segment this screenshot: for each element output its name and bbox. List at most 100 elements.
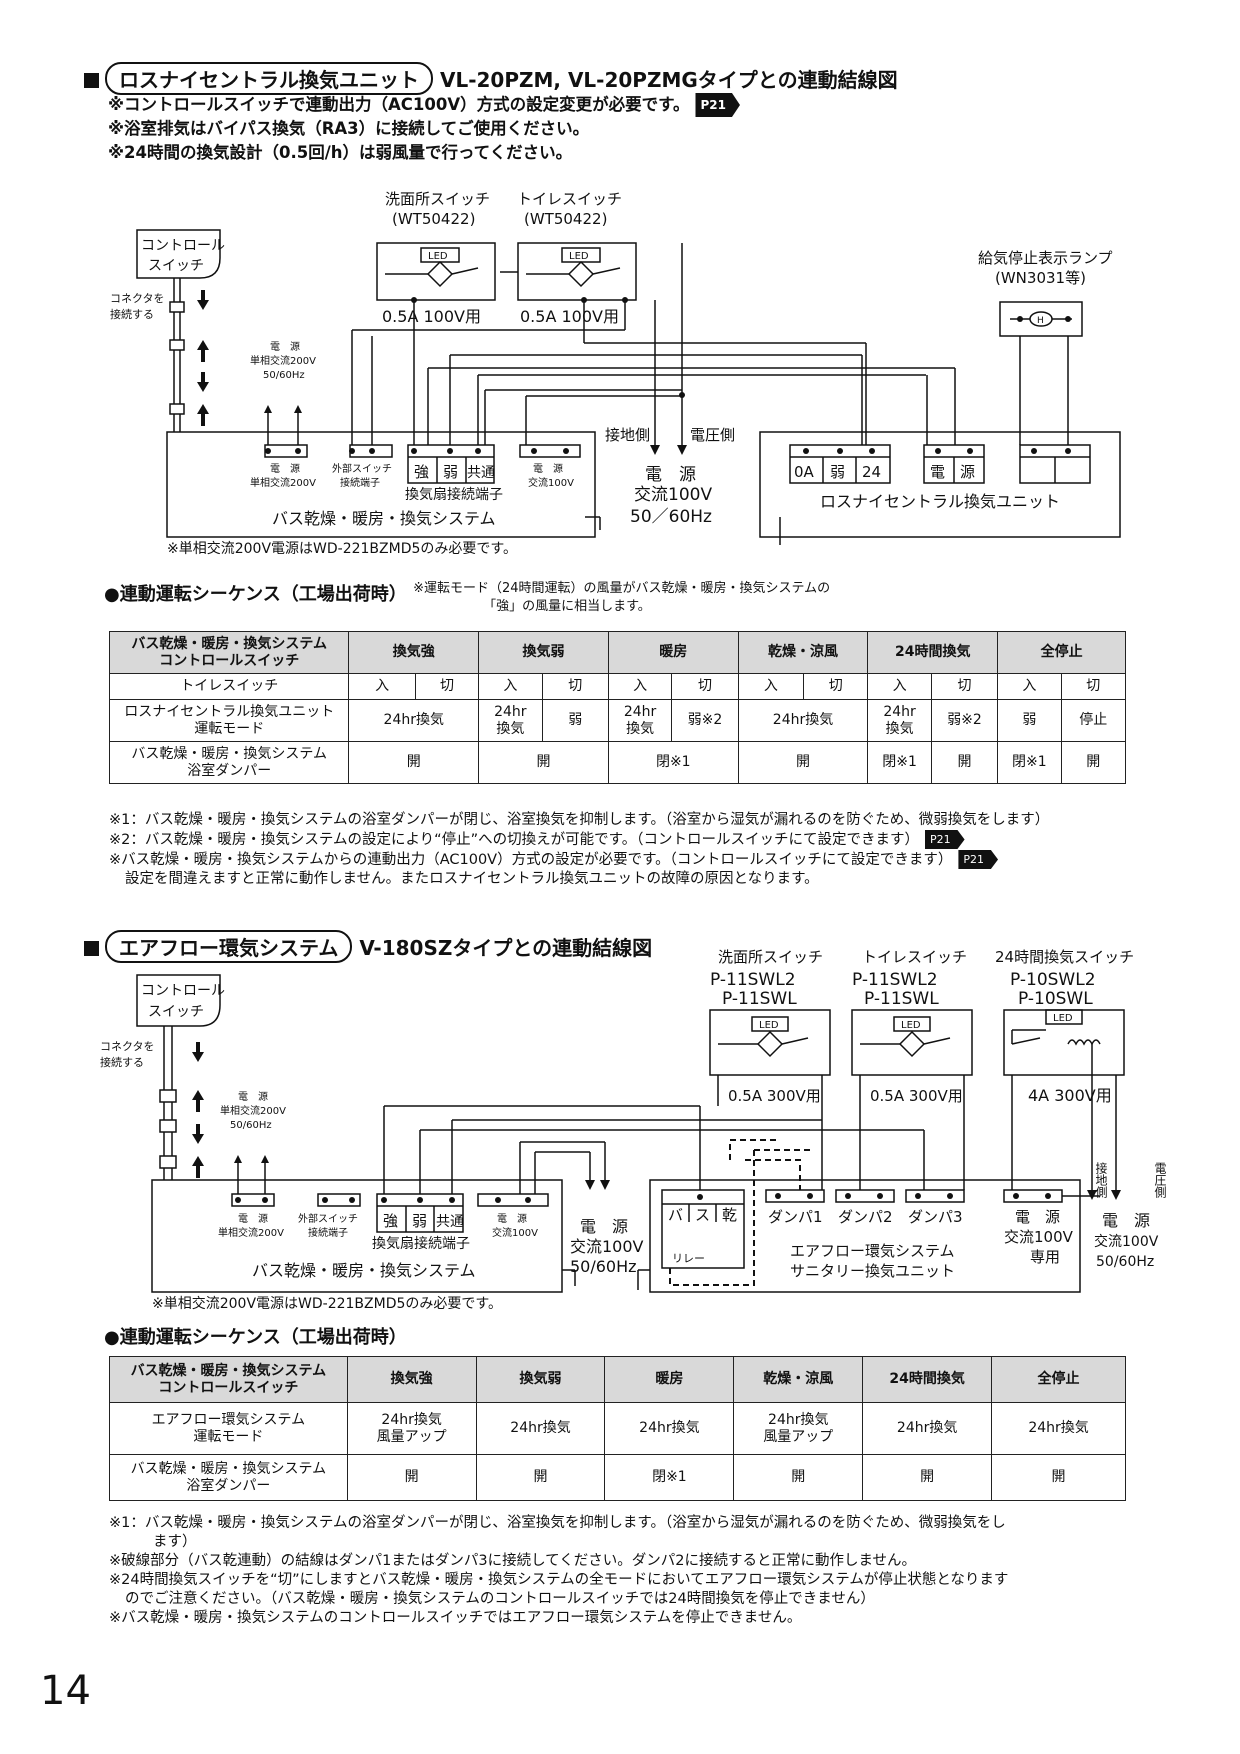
mode-header: 換気弱 bbox=[475, 1356, 606, 1403]
table-cell: 24hr換気 風量アップ bbox=[346, 1402, 477, 1455]
mode-header: 乾燥・涼風 bbox=[737, 631, 869, 674]
toilet-switch-label: トイレスイッチ bbox=[517, 190, 622, 208]
control-switch-box bbox=[136, 229, 221, 279]
fan-terminal-label: 換気扇接続端子 bbox=[405, 486, 503, 503]
diagram2-footnote: ※単相交流200V電源はWD-221BZMD5のみ必要です。 bbox=[152, 1295, 502, 1312]
table-cell: 24hr換気 風量アップ bbox=[733, 1402, 864, 1455]
mains-1: 電 源 bbox=[580, 1217, 628, 1236]
bus-terminal-kan: 乾 bbox=[722, 1206, 737, 1224]
lossnay-terminal-weak: 弱 bbox=[830, 463, 845, 481]
table-cell: 切 bbox=[930, 673, 999, 700]
connector-label-2: 接続する bbox=[110, 307, 154, 321]
ext-switch-1: 外部スイッチ bbox=[298, 1212, 358, 1225]
ext-switch-2: 接続端子 bbox=[308, 1226, 348, 1239]
page-ref-badge: P21 bbox=[924, 830, 965, 849]
bus-terminal-su: ス bbox=[695, 1206, 710, 1224]
switch-rating: 0.5A 100V用 bbox=[382, 307, 481, 326]
voltage-side-label: 電圧側 bbox=[1153, 1162, 1167, 1198]
ext-switch-1: 外部スイッチ bbox=[332, 462, 392, 475]
airflow-unit-box bbox=[649, 1179, 1081, 1293]
table-cell: 開 bbox=[346, 1454, 477, 1501]
seq-note: ※運転モード（24時間運転）の風量がバス乾燥・暖房・換気システムの「強」の風量に… bbox=[413, 580, 830, 616]
section1-notes: ※コントロールスイッチで連動出力（AC100V）方式の設定変更が必要です。P21… bbox=[108, 93, 740, 165]
damper-3: ダンパ3 bbox=[908, 1208, 963, 1226]
washroom-switch-box bbox=[376, 242, 496, 301]
row-header-lossnay-mode: ロスナイセントラル換気ユニット運転モード bbox=[108, 699, 350, 742]
ac100-dedicated-3: 専用 bbox=[1030, 1248, 1060, 1266]
washroom-switch-model-2: P-11SWL bbox=[722, 989, 797, 1009]
led-label: LED bbox=[901, 1020, 921, 1031]
control-switch-label-2: スイッチ bbox=[148, 258, 204, 274]
ac100-dedicated-1: 電 源 bbox=[1015, 1208, 1060, 1226]
connector-label-1: コネクタを bbox=[100, 1040, 155, 1053]
power-left-2: 単相交流200V bbox=[250, 354, 316, 367]
damper-1: ダンパ1 bbox=[768, 1208, 823, 1226]
table-cell: 開 bbox=[348, 741, 480, 784]
bath-power-1: 電 源 bbox=[238, 1212, 268, 1225]
section2-heading-text: V-180SZタイプとの連動結線図 bbox=[359, 936, 653, 960]
row-header-airflow-mode: エアフロー環気システム運転モード bbox=[109, 1402, 348, 1455]
washroom-switch-label: 洗面所スイッチ bbox=[718, 948, 823, 966]
lossnay-power-2: 源 bbox=[960, 463, 975, 481]
footnote-4: 設定を間違えますと正常に動作しません。またロスナイセントラル換気ユニットの故障の… bbox=[125, 871, 819, 887]
toilet-switch-box bbox=[851, 1009, 973, 1076]
power-left-3: 50/60Hz bbox=[230, 1120, 272, 1131]
control-switch-label-1: コントロール bbox=[141, 983, 225, 999]
section1-footnotes: ※1：バス乾燥・暖房・換気システムの浴室ダンパーが閉じ、浴室換気を抑制します。（… bbox=[109, 811, 1049, 889]
footnote-1: ※1：バス乾燥・暖房・換気システムの浴室ダンパーが閉じ、浴室換気を抑制します。（… bbox=[109, 812, 1050, 828]
page-number: 14 bbox=[40, 1668, 91, 1714]
airflow-unit-1: エアフロー環気システム bbox=[790, 1242, 955, 1260]
table-corner: バス乾燥・暖房・換気システムコントロールスイッチ bbox=[108, 631, 350, 674]
bath-power-2: 単相交流200V bbox=[218, 1226, 284, 1239]
table-cell: 開 bbox=[1060, 741, 1127, 784]
dashed-connection bbox=[669, 1139, 810, 1286]
table-cell: 閉※1 bbox=[604, 1454, 735, 1501]
power-left-1: 電 源 bbox=[238, 1090, 268, 1103]
mode-header: 換気弱 bbox=[478, 631, 609, 674]
voltage-side-label: 電圧側 bbox=[690, 426, 735, 444]
toilet-switch-model-2: P-11SWL bbox=[864, 989, 939, 1009]
fan-terminal-common: 共通 bbox=[436, 1214, 464, 1230]
mains-3: 50／60Hz bbox=[630, 507, 712, 527]
mains-2: 交流100V bbox=[570, 1237, 644, 1256]
table-cell: 24hr換気 bbox=[475, 1402, 606, 1455]
mode-header: 全停止 bbox=[997, 631, 1126, 674]
mains-3: 50/60Hz bbox=[570, 1257, 637, 1276]
footnote-2: ※破線部分（バス乾連動）の結線はダンパ1またはダンパ3に接続してください。ダンパ… bbox=[109, 1553, 917, 1569]
toilet-switch-model: (WT50422) bbox=[524, 210, 607, 228]
square-bullet-icon bbox=[84, 941, 99, 956]
table-cell: 弱※2 bbox=[930, 699, 999, 742]
fan-terminal-weak: 弱 bbox=[443, 463, 458, 481]
fan-terminal-strong: 強 bbox=[383, 1212, 398, 1230]
fan-terminal-strong: 強 bbox=[414, 463, 429, 481]
washroom-switch-model-1: P-11SWL2 bbox=[710, 970, 796, 990]
lamp-box bbox=[999, 301, 1083, 337]
page-ref-badge: P21 bbox=[695, 93, 740, 117]
table-cell: 切 bbox=[671, 673, 739, 700]
led-label: LED bbox=[569, 251, 589, 262]
bath-system-box bbox=[166, 431, 596, 538]
lossnay-terminal-24: 24 bbox=[862, 463, 881, 481]
toilet-switch-model-1: P-11SWL2 bbox=[852, 970, 938, 990]
row-header-damper: バス乾燥・暖房・換気システム浴室ダンパー bbox=[109, 1454, 348, 1501]
section2-footnotes: ※1：バス乾燥・暖房・換気システムの浴室ダンパーが閉じ、浴室換気を抑制します。（… bbox=[109, 1514, 1008, 1628]
sequence-table-1: バス乾燥・暖房・換気システムコントロールスイッチ 換気強 換気弱 暖房 乾燥・涼… bbox=[108, 631, 1127, 784]
arrow-up-icon bbox=[197, 340, 209, 350]
switch-rating: 0.5A 300V用 bbox=[870, 1087, 963, 1105]
vent24-switch-model-2: P-10SWL bbox=[1018, 989, 1093, 1009]
mode-header: 全停止 bbox=[991, 1356, 1126, 1403]
control-switch-box bbox=[136, 974, 221, 1027]
lamp-label: 給気停止表示ランプ bbox=[978, 249, 1113, 267]
table-cell: 開 bbox=[991, 1454, 1126, 1501]
vent24-switch-model-1: P-10SWL2 bbox=[1010, 970, 1096, 990]
vent24-switch-label: 24時間換気スイッチ bbox=[995, 948, 1134, 966]
ac100-terminal-2: 交流100V bbox=[528, 476, 574, 489]
section2-seq-title: ●連動運転シーケンス（工場出荷時） bbox=[104, 1327, 407, 1348]
table-cell: 入 bbox=[997, 673, 1062, 700]
mode-header: 換気強 bbox=[346, 1356, 477, 1403]
bath-system-label: バス乾燥・暖房・換気システム bbox=[272, 509, 496, 528]
footnote-1-cont: ます） bbox=[153, 1534, 197, 1550]
footnote-1: ※1：バス乾燥・暖房・換気システムの浴室ダンパーが閉じ、浴室換気を抑制します。（… bbox=[109, 1515, 1006, 1531]
